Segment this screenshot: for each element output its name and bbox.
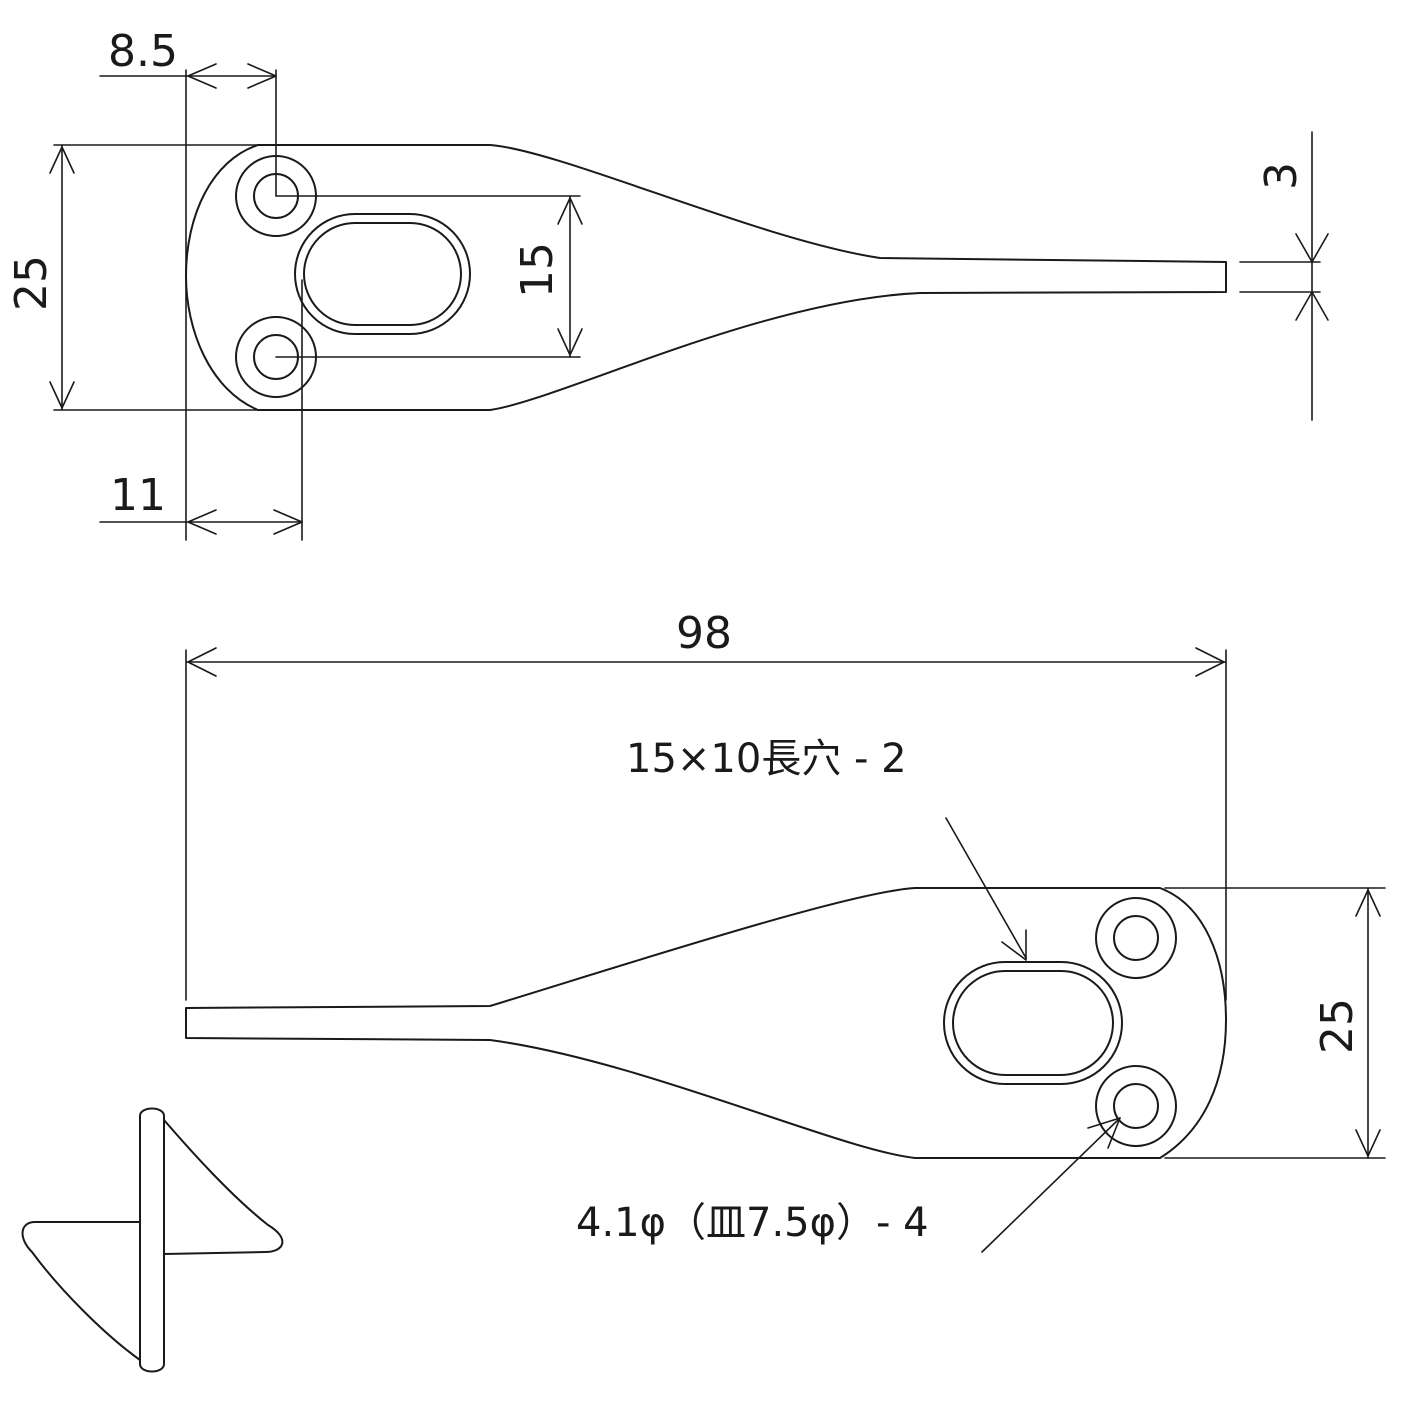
dim-hole-offset: 8.5 (108, 26, 178, 77)
dim-width-top: 25 (6, 255, 57, 311)
side-profile-plate (139, 1107, 165, 1373)
arrowhead (1295, 291, 1329, 321)
side-profile-upper-fin (163, 1119, 284, 1255)
note-slot: 15×10長穴 - 2 (626, 736, 907, 782)
arrowhead (247, 63, 277, 89)
dim-slot-offset: 11 (110, 470, 166, 521)
bottom-slot-inner (952, 970, 1114, 1076)
top-view: 8.5 25 11 15 3 (6, 26, 1329, 541)
arrowhead (557, 197, 583, 225)
side-profile-view (21, 1107, 284, 1373)
arrowhead (1295, 233, 1329, 263)
dim-length: 98 (676, 608, 732, 659)
arrowhead (187, 63, 217, 89)
bottom-slot-outer (943, 961, 1123, 1085)
arrowhead (1355, 889, 1381, 917)
arrowhead (1195, 647, 1225, 677)
arrowhead (187, 647, 217, 677)
arrowhead (187, 509, 217, 535)
bottom-hole-lower (1113, 1083, 1159, 1129)
bottom-plate-outline (185, 887, 1227, 1159)
leader-line-holes (981, 1117, 1121, 1253)
leader-line-slot (945, 817, 1027, 959)
arrowhead (273, 509, 303, 535)
top-slot-inner (303, 222, 462, 326)
side-profile-lower-fin (21, 1221, 141, 1361)
dim-width-bottom: 25 (1312, 998, 1363, 1054)
arrowhead (49, 146, 75, 174)
bottom-hole-upper-countersink (1095, 897, 1177, 979)
arrowhead (557, 328, 583, 356)
dim-tip-thickness: 3 (1256, 162, 1307, 190)
arrowhead (1355, 1129, 1381, 1157)
arrowhead (1087, 1117, 1121, 1149)
dim-hole-spacing: 15 (512, 242, 563, 298)
bottom-view: 98 25 15×10長穴 - 2 4.1φ（皿7.5φ）- 4 (185, 608, 1386, 1253)
top-slot-outer (294, 213, 471, 335)
arrowhead (1001, 929, 1027, 961)
bottom-hole-upper (1113, 915, 1159, 961)
arrowhead (49, 381, 75, 409)
bottom-hole-lower-countersink (1095, 1065, 1177, 1147)
top-plate-outline (185, 144, 1227, 411)
note-holes: 4.1φ（皿7.5φ）- 4 (576, 1200, 929, 1246)
